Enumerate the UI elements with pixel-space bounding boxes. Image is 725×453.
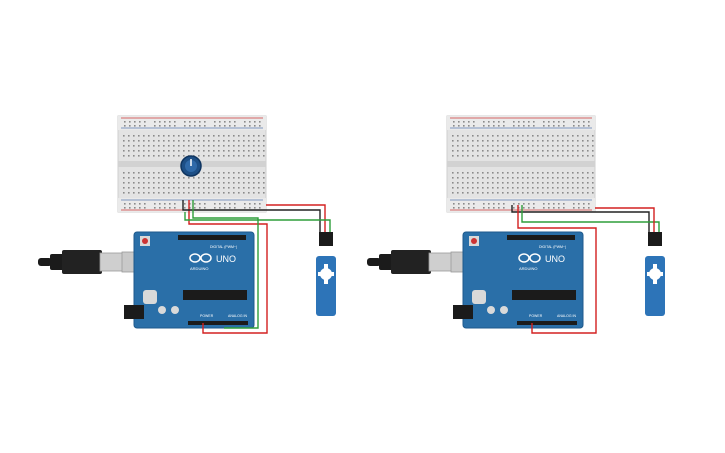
- board-model-label: UNO: [545, 254, 565, 264]
- circuit-right: UNO ARDUINO DIGITAL (PWM~) POWER ANALOG …: [367, 115, 665, 334]
- analog-header-label: ANALOG IN: [557, 314, 577, 318]
- wire-red-servo: [266, 204, 326, 232]
- board-brand-label: ARDUINO: [519, 266, 537, 271]
- breadboard[interactable]: [446, 115, 596, 213]
- servo-motor[interactable]: [645, 232, 665, 316]
- wire-black: [182, 200, 321, 232]
- arduino-logo: [518, 253, 541, 263]
- breadboard-holes: [123, 121, 265, 209]
- potentiometer[interactable]: [180, 155, 202, 177]
- wire-red: [517, 205, 597, 334]
- board-model-label: UNO: [216, 254, 236, 264]
- board-brand-label: ARDUINO: [190, 266, 208, 271]
- wire-green: [521, 205, 660, 232]
- servo-motor[interactable]: [316, 232, 336, 316]
- digital-header-label: DIGITAL (PWM~): [539, 245, 566, 249]
- digital-header-label: DIGITAL (PWM~): [210, 245, 237, 249]
- breadboard-holes: [452, 121, 594, 209]
- arduino-board[interactable]: UNO ARDUINO DIGITAL (PWM~) POWER ANALOG …: [121, 231, 255, 329]
- power-header-label: POWER: [529, 314, 543, 318]
- wire-green-servo: [184, 212, 331, 232]
- power-header-label: POWER: [200, 314, 214, 318]
- wire-red-servo: [595, 207, 655, 232]
- wire-green: [192, 200, 259, 329]
- analog-header-label: ANALOG IN: [228, 314, 248, 318]
- arduino-board[interactable]: UNO ARDUINO DIGITAL (PWM~) POWER ANALOG …: [450, 231, 584, 329]
- arduino-logo: [189, 253, 212, 263]
- wires: [182, 200, 331, 334]
- circuit-left: UNO ARDUINO DIGITAL (PWM~) POWER ANALOG …: [38, 115, 336, 334]
- wires: [511, 205, 660, 334]
- usb-cable-icon: [367, 250, 454, 274]
- usb-cable-icon: [38, 250, 125, 274]
